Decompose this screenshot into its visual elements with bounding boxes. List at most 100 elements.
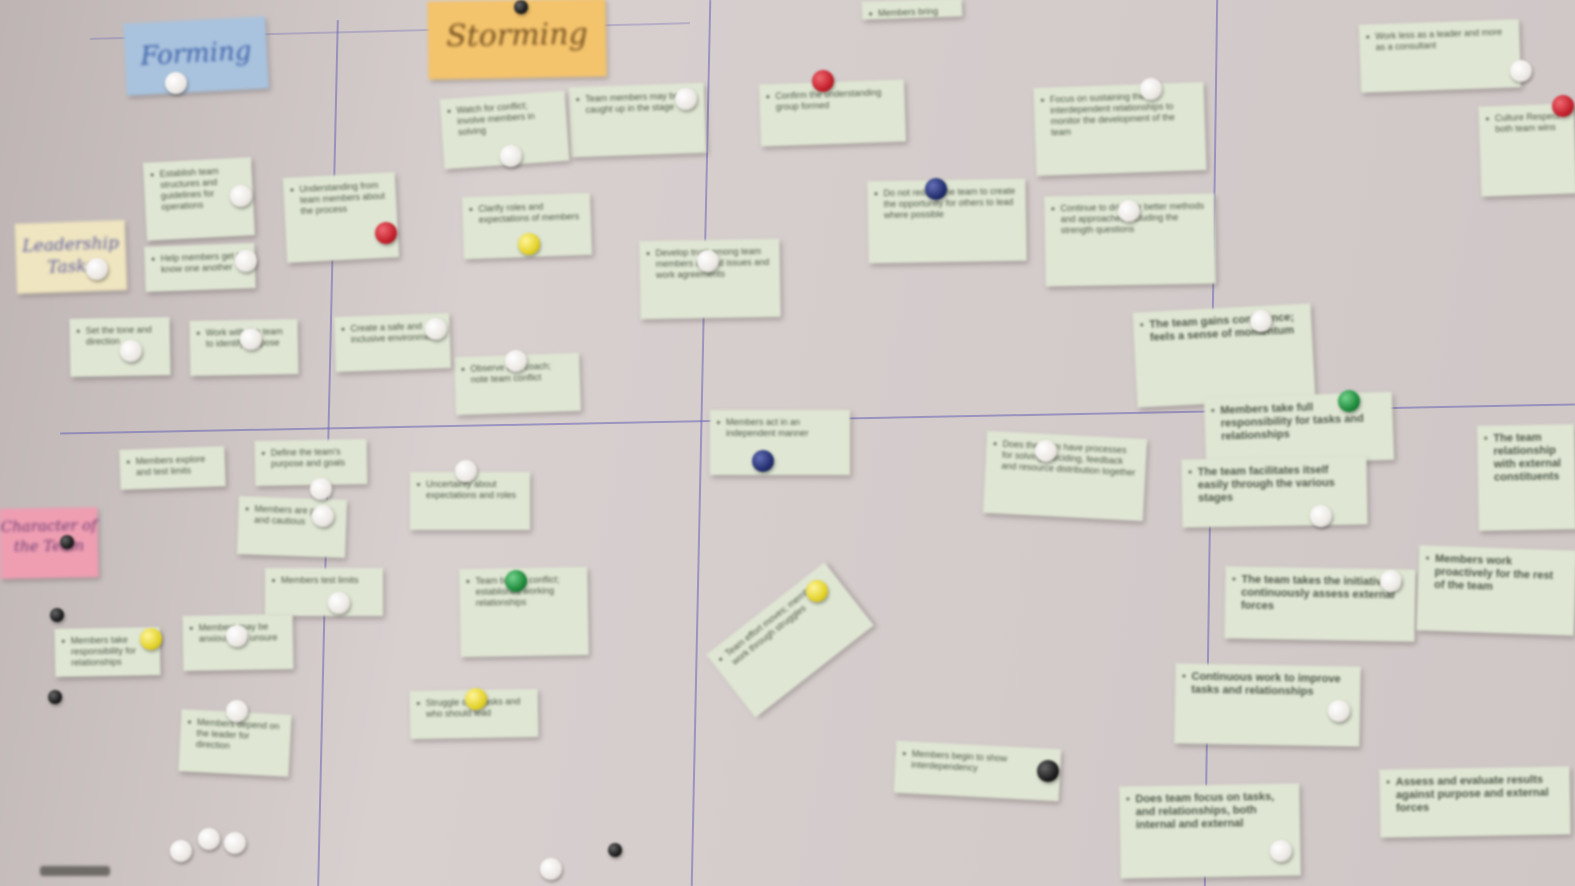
sticky-note: Confirm the understanding group formed [758,79,907,147]
white-pushpin-icon [697,250,719,272]
sticky-note: Members test limits [265,568,383,616]
sticky-note: Members explore and test limits [119,446,226,490]
sticky-note: Members take full responsibility for tas… [1203,391,1395,467]
sticky-note: Do not reduce the team to create the opp… [867,178,1027,264]
white-pushpin-icon [86,258,108,280]
white-pushpin-icon [1310,505,1332,527]
header-forming: Forming [123,16,269,96]
white-pushpin-icon [240,328,262,350]
black-pushpin-icon [608,843,622,857]
note-text: The team relationship with external cons… [1493,431,1562,484]
note-text: Help members get to know one another [160,250,245,275]
marker-tray [40,866,110,876]
note-text: Members act in an independent manner [726,417,809,438]
note-text: Members test limits [281,575,359,585]
note-text: Uncertainty about expectations and roles [426,479,517,500]
sticky-note: The team relationship with external cons… [1477,424,1575,531]
black-pushpin-icon [48,690,62,704]
sticky-note: Members are polite and cautious [237,496,347,558]
white-pushpin-icon [224,832,246,854]
sticky-note: Focus on sustaining the interdependent r… [1033,82,1207,176]
sticky-note: Team effort moves; members work through … [706,562,874,718]
white-pushpin-icon [1250,310,1272,332]
note-text: Members take full responsibility for tas… [1220,401,1364,443]
sticky-note: Assess and evaluate results against purp… [1379,766,1571,838]
note-text: Members depend on the leader for directi… [195,716,280,751]
sticky-note: Does the team have processes for solving… [982,430,1148,522]
white-pushpin-icon [120,340,142,362]
note-text: Watch for conflict; involve members in s… [456,100,535,138]
white-pushpin-icon [230,185,252,207]
white-pushpin-icon [540,858,562,880]
sticky-note: Work less as a leader and more as a cons… [1358,19,1522,93]
black-pushpin-icon [50,608,64,622]
note-text: Confirm the understanding group formed [775,87,882,112]
white-pushpin-icon [455,460,477,482]
sticky-note: Understanding from team members about th… [282,172,400,263]
white-pushpin-icon [505,350,527,372]
black-pushpin-icon [1037,760,1059,782]
white-pushpin-icon [1118,200,1140,222]
white-pushpin-icon [1270,840,1292,862]
white-pushpin-icon [425,318,447,340]
white-pushpin-icon [675,88,697,110]
note-text: Define the team's purpose and goals [270,446,346,469]
yellow-pushpin-icon [518,233,540,255]
note-text: The team gains confidence; feels a sense… [1148,311,1295,344]
note-text: Members bring the energy of new beginnin… [877,6,950,20]
note-text: Culture Respect both team wins [1494,110,1560,135]
note-text: The team facilitates itself easily throu… [1197,464,1335,505]
white-pushpin-icon [226,700,248,722]
green-pushpin-icon [505,570,527,592]
white-pushpin-icon [1035,440,1057,462]
yellow-pushpin-icon [465,688,487,710]
note-text: Members begin to show interdependency [910,748,1008,774]
white-pushpin-icon [1510,60,1532,82]
white-pushpin-icon [1380,570,1402,592]
note-text: Team begins conflict; establishes workin… [475,574,560,608]
white-pushpin-icon [165,72,187,94]
sticky-note: Members act in an independent manner [710,410,850,475]
note-text: Work less as a leader and more as a cons… [1375,26,1503,53]
white-pushpin-icon [1140,78,1162,100]
note-text: Focus on sustaining the interdependent r… [1049,91,1175,138]
sticky-note: Culture Respect both team wins [1478,103,1575,197]
green-pushpin-icon [1338,390,1360,412]
black-pushpin-icon [514,0,528,14]
note-text: Does team focus on tasks, and relationsh… [1135,790,1275,832]
white-pushpin-icon [1328,700,1350,722]
note-text: Does the team have processes for solving… [1001,438,1136,478]
sticky-note: Uncertainty about expectations and roles [410,472,530,530]
blue-pushpin-icon [752,450,774,472]
sticky-note: Does team focus on tasks, and relationsh… [1119,783,1301,879]
note-text: Do not reduce the team to create the opp… [883,185,1016,221]
white-pushpin-icon [310,478,332,500]
white-pushpin-icon [235,250,257,272]
white-pushpin-icon [328,592,350,614]
red-pushpin-icon [1552,95,1574,117]
white-pushpin-icon [226,625,248,647]
sticky-note: Members bring the energy of new beginnin… [861,0,963,20]
black-pushpin-icon [60,535,74,549]
red-pushpin-icon [375,222,397,244]
sticky-note: The team facilitates itself easily throu… [1181,456,1368,528]
red-pushpin-icon [812,70,834,92]
white-pushpin-icon [312,505,334,527]
note-text: Continuous work to improve tasks and rel… [1191,670,1341,698]
note-text: Understanding from team members about th… [299,180,386,217]
white-pushpin-icon [500,145,522,167]
header-team-character: Character of the Team [0,507,99,579]
white-pushpin-icon [170,840,192,862]
note-text: Members explore and test limits [135,453,206,478]
sticky-note: Define the team's purpose and goals [254,439,368,486]
note-text: Members work proactively for the rest of… [1433,552,1554,593]
header-leadership: Leadership Tasks [14,220,128,294]
yellow-pushpin-icon [806,580,828,602]
blue-pushpin-icon [925,178,947,200]
note-text: Assess and evaluate results against purp… [1395,773,1549,815]
sticky-note: The team gains confidence; feels a sense… [1132,303,1316,408]
white-pushpin-icon [198,828,220,850]
yellow-pushpin-icon [140,628,162,650]
note-text: Clarify roles and expectations of member… [478,201,580,225]
